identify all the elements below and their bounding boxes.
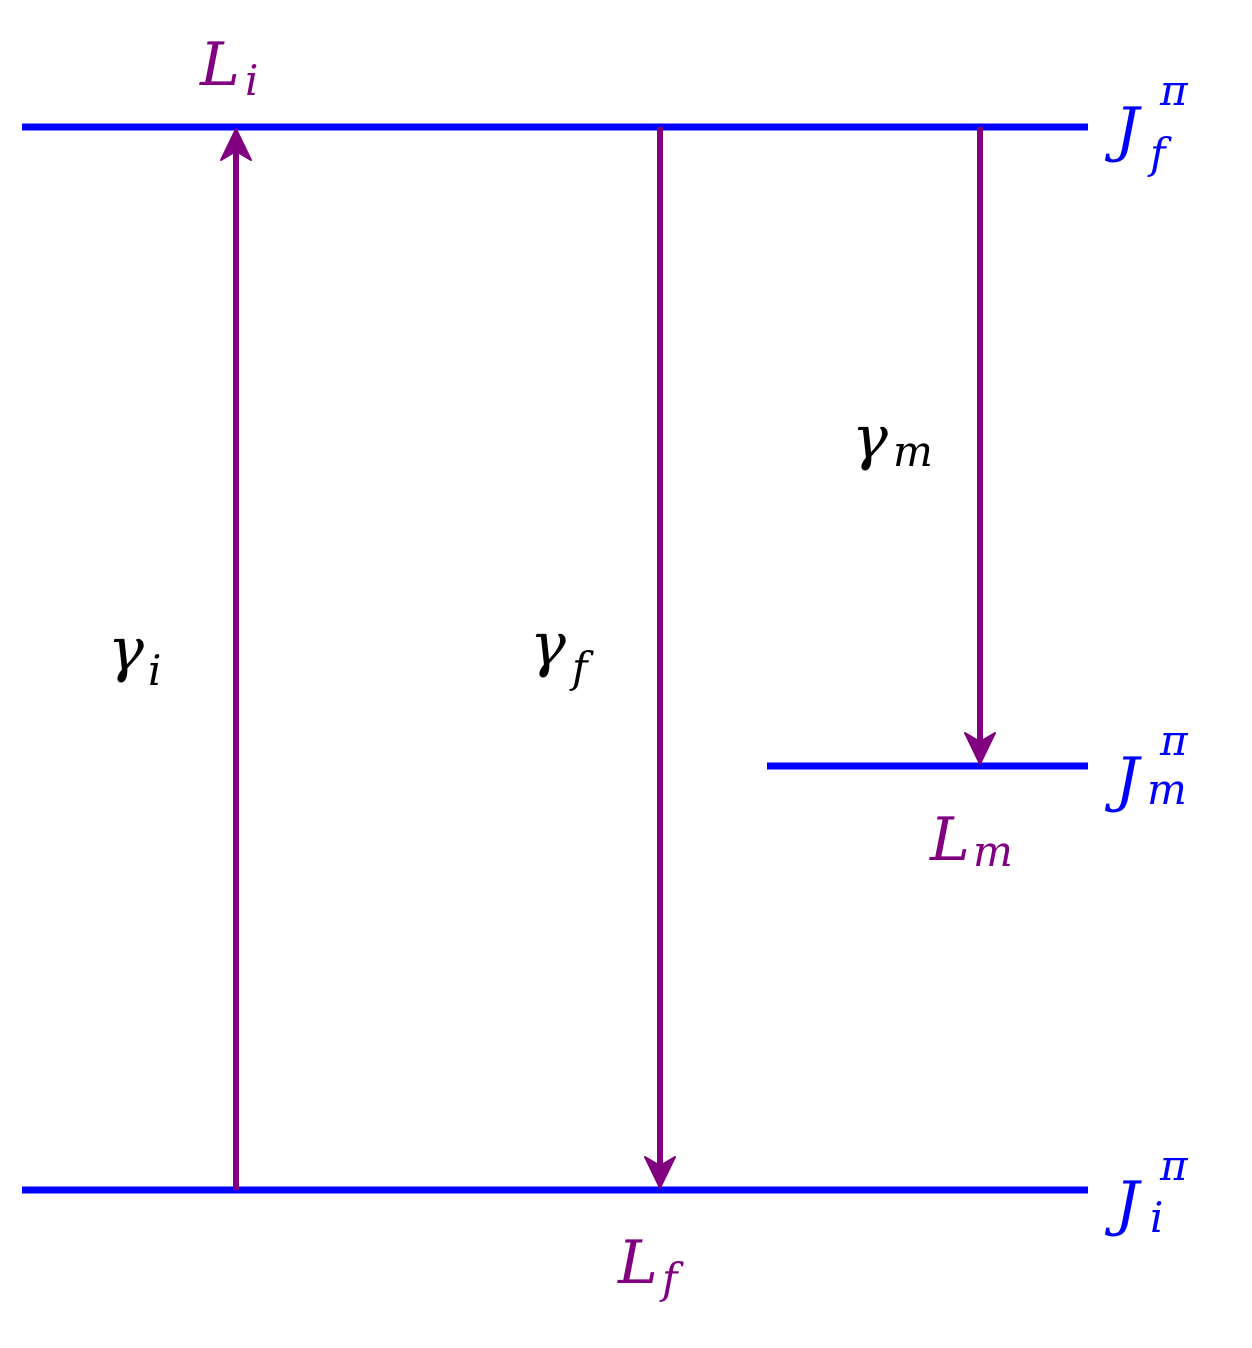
transition-arrow-gamma-i xyxy=(220,128,252,1190)
transition-arrow-gamma-m xyxy=(964,127,996,765)
gamma-label-m: γ m xyxy=(852,403,933,476)
gamma-label-i: γ i xyxy=(108,615,161,695)
multipolarity-label-m: L m xyxy=(929,805,1013,876)
multipolarity-label-i: L i xyxy=(199,30,258,105)
gamma-label-f: γ f xyxy=(530,610,594,692)
level-label-initial: J π i xyxy=(1104,1141,1193,1242)
level-label-middle: J π m xyxy=(1104,716,1193,815)
level-label-final: J π f xyxy=(1104,66,1193,178)
transition-arrow-gamma-f xyxy=(644,127,676,1189)
multipolarity-label-f: L f xyxy=(617,1228,684,1303)
